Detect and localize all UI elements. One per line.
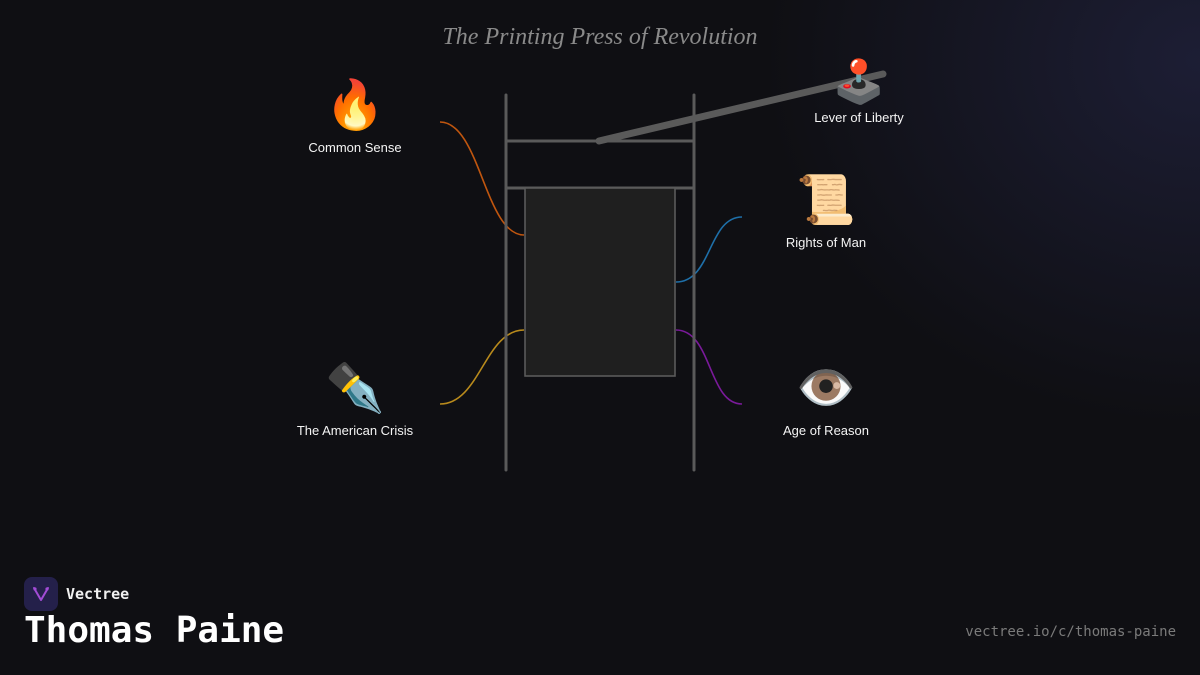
connector-age-of-reason <box>675 329 743 405</box>
brand-name: Vectree <box>66 585 130 603</box>
node-age-of-reason-label: Age of Reason <box>782 423 869 438</box>
node-american-crisis[interactable]: ✒️ The American Crisis <box>275 361 435 438</box>
node-rights-of-man-label: Rights of Man <box>785 235 867 250</box>
node-common-sense-label: Common Sense <box>308 140 402 155</box>
node-american-crisis-label: The American Crisis <box>296 423 414 438</box>
connector-common-sense <box>439 121 525 236</box>
person-name: Thomas Paine <box>24 610 285 651</box>
press-platen <box>524 187 676 377</box>
connector-rights-of-man <box>675 216 743 283</box>
vectree-logo-icon <box>24 577 58 611</box>
node-common-sense[interactable]: 🔥 Common Sense <box>275 78 435 155</box>
joystick-icon: 🕹️ <box>832 58 886 105</box>
node-lever-of-liberty[interactable]: 🕹️ Lever of Liberty <box>779 58 939 125</box>
node-lever-label: Lever of Liberty <box>814 110 904 125</box>
eye-icon: 👁️ <box>796 362 856 415</box>
vectree-logo-mark <box>33 587 49 601</box>
node-rights-of-man[interactable]: 📜 Rights of Man <box>746 173 906 250</box>
diagram-title: The Printing Press of Revolution <box>442 24 758 50</box>
fire-icon: 🔥 <box>325 79 385 132</box>
brand[interactable]: Vectree <box>24 577 129 611</box>
fountain-pen-icon: ✒️ <box>325 362 385 415</box>
connector-american-crisis <box>439 329 525 405</box>
scroll-icon: 📜 <box>796 174 856 227</box>
page-url[interactable]: vectree.io/c/thomas-paine <box>965 624 1176 640</box>
node-age-of-reason[interactable]: 👁️ Age of Reason <box>746 361 906 438</box>
press-lever-arm[interactable] <box>595 70 887 145</box>
